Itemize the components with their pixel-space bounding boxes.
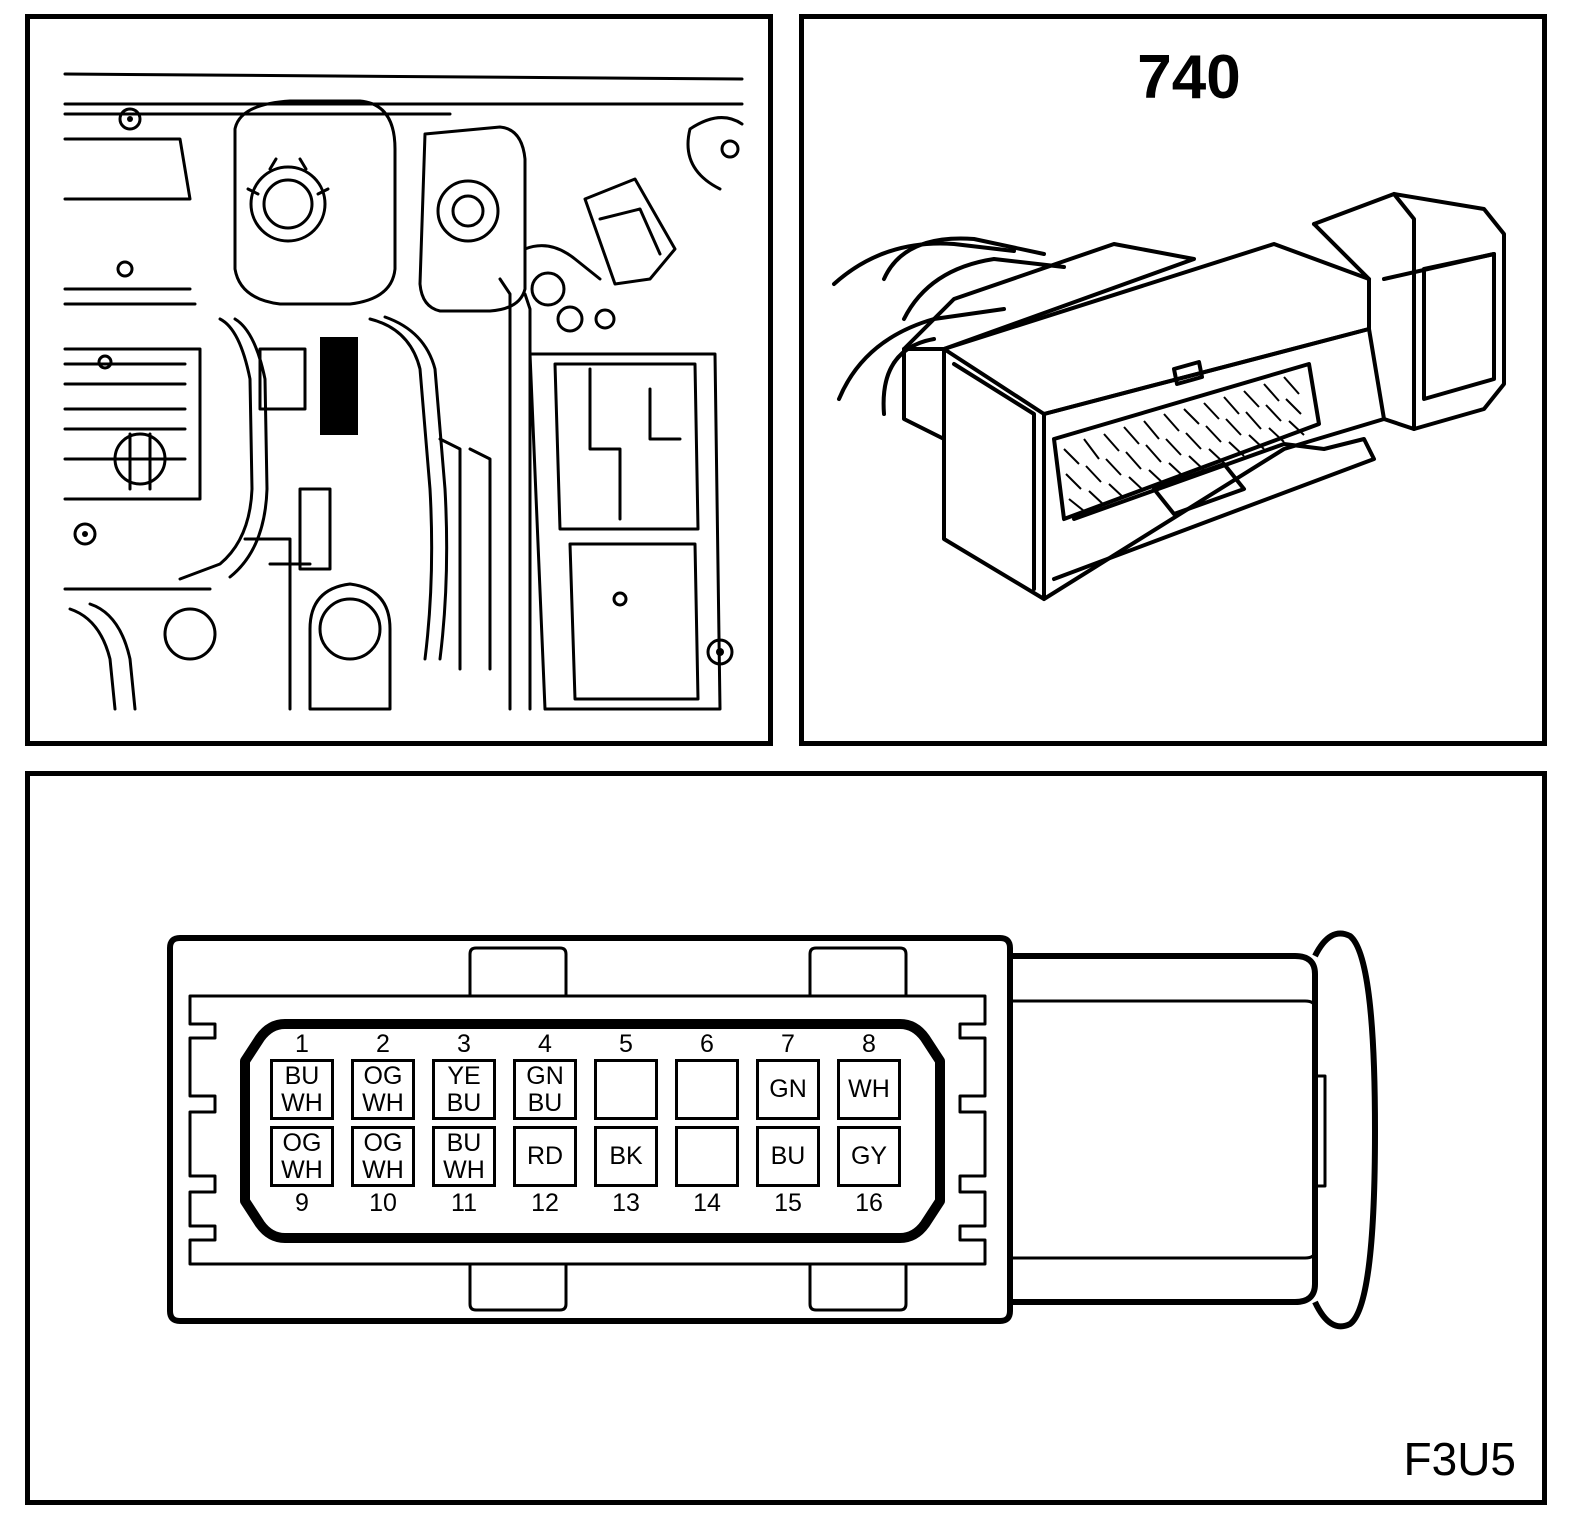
pin-cell-11: BU WH — [432, 1126, 496, 1187]
connector-id: 740 — [1137, 43, 1241, 112]
pin-wire-color: WH — [362, 1155, 404, 1184]
pin-cell-9: OG WH — [270, 1126, 334, 1187]
pin-number-1: 1 — [295, 1030, 309, 1058]
pin-wire-color: WH — [281, 1155, 323, 1184]
pin-wire-color: RD — [526, 1142, 564, 1170]
pin-wire-color: BU — [770, 1142, 806, 1170]
pin-cell-6 — [675, 1059, 739, 1120]
pin-number-6: 6 — [700, 1030, 714, 1058]
pin-cell-1: BU WH — [270, 1059, 334, 1120]
pin-wire-color: BU — [446, 1088, 482, 1117]
pin-number-14: 14 — [693, 1189, 721, 1217]
pin-number-8: 8 — [862, 1030, 876, 1058]
pin-cell-13: BK — [594, 1126, 658, 1187]
pin-number-13: 13 — [612, 1189, 640, 1217]
pin-cell-2: OG WH — [351, 1059, 415, 1120]
pin-cell-12: RD — [513, 1126, 577, 1187]
connector-view-panel: 740 — [799, 14, 1547, 746]
pin-number-4: 4 — [538, 1030, 552, 1058]
pin-cell-8: WH — [837, 1059, 901, 1120]
pin-cell-4: GN BU — [513, 1059, 577, 1120]
pin-cell-5 — [594, 1059, 658, 1120]
pin-wire-color: WH — [848, 1075, 890, 1103]
pin-number-2: 2 — [376, 1030, 390, 1058]
pin-cell-15: BU — [756, 1126, 820, 1187]
pin-wire-color: GN — [769, 1075, 807, 1103]
engine-bay-illustration — [63, 72, 744, 711]
pin-wire-color: BU — [446, 1128, 482, 1157]
pin-wire-color: BU — [527, 1088, 563, 1117]
connector-location-marker — [320, 337, 358, 435]
pin-number-12: 12 — [531, 1189, 559, 1217]
pin-cell-3: YE BU — [432, 1059, 496, 1120]
pin-wire-color: WH — [443, 1155, 485, 1184]
pin-cell-16: GY — [837, 1126, 901, 1187]
pin-cell-7: GN — [756, 1059, 820, 1120]
pin-number-11: 11 — [451, 1189, 477, 1217]
pin-wire-color: OG — [363, 1128, 403, 1157]
connector-face-outline — [167, 930, 1378, 1330]
connector-illustration — [832, 192, 1506, 601]
pin-wire-color: GN — [526, 1061, 564, 1090]
engine-bay-panel — [25, 14, 773, 746]
pin-wire-color: YE — [447, 1061, 481, 1090]
pin-number-16: 16 — [855, 1189, 883, 1217]
pin-number-7: 7 — [781, 1030, 795, 1058]
pin-wire-color: WH — [281, 1088, 323, 1117]
pinout-panel: 1 2 3 4 5 6 7 8 BU WH OG WH YE BU GN BU … — [25, 771, 1547, 1505]
pin-wire-color: GY — [850, 1142, 888, 1170]
figure-code: F3U5 — [1403, 1433, 1516, 1485]
pin-wire-color: OG — [282, 1128, 322, 1157]
pin-number-9: 9 — [295, 1189, 309, 1217]
pin-wire-color: WH — [362, 1088, 404, 1117]
pin-wire-color: BK — [609, 1142, 643, 1170]
pin-number-15: 15 — [774, 1189, 802, 1217]
pin-wire-color: OG — [363, 1061, 403, 1090]
pin-number-10: 10 — [369, 1189, 397, 1217]
pin-number-5: 5 — [619, 1030, 633, 1058]
pin-wire-color: BU — [284, 1061, 320, 1090]
pin-cell-14 — [675, 1126, 739, 1187]
pin-number-3: 3 — [457, 1030, 471, 1058]
pin-cell-10: OG WH — [351, 1126, 415, 1187]
